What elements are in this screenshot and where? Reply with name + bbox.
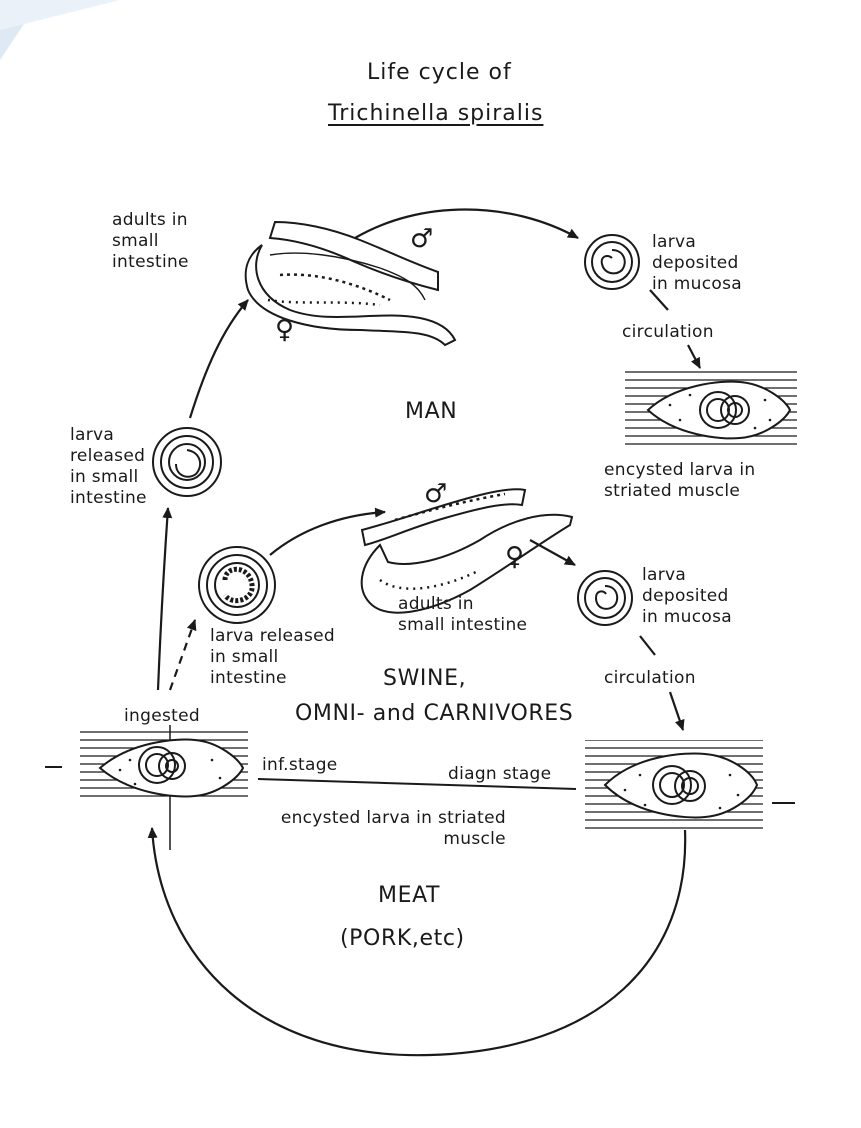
female-symbol-man: ♀ (275, 317, 294, 343)
label-diagnostic-stage: diagn stage (448, 764, 551, 785)
arrow-circulation-cyst-swine (670, 692, 683, 730)
arrow-adults-to-larva-man (355, 210, 578, 239)
label-meat-examples: (PORK,etc) (340, 925, 465, 953)
arrow-ingested-to-swine (170, 620, 195, 690)
male-symbol-swine: ♂ (424, 481, 448, 507)
label-adults-swine: adults in small intestine (398, 594, 527, 636)
arrow-larva-to-adults-man (190, 300, 248, 418)
label-larva-deposited-man: larva deposited in mucosa (652, 232, 742, 295)
label-larva-released-swine: larva released in small intestine (210, 626, 335, 689)
cyst-swine (585, 740, 763, 830)
label-larva-deposited-swine: larva deposited in mucosa (642, 565, 732, 628)
larva-deposited-man (585, 235, 639, 289)
larva-deposited-swine (578, 571, 632, 625)
corner-decoration (0, 0, 120, 60)
encysted-caption-text: encysted larva in striated muscle (281, 808, 506, 850)
line-larva-circulation-swine (640, 636, 655, 655)
female-symbol-swine: ♀ (505, 544, 524, 570)
label-host-swine-line2: OMNI- and CARNIVORES (295, 700, 573, 728)
larva-released-swine (199, 547, 275, 623)
larva-released-man (153, 428, 221, 496)
arrow-ingested-to-man (158, 508, 168, 690)
arrow-adults-to-larva-swine (530, 540, 575, 565)
arrow-larva-to-adults-swine (270, 512, 385, 555)
cyst-ingested (80, 730, 248, 802)
label-ingested: ingested (124, 706, 200, 727)
label-infective-stage: inf.stage (262, 755, 338, 776)
cyst-man (625, 370, 797, 448)
title-line1: Life cycle of (367, 62, 512, 83)
label-circulation-swine: circulation (604, 668, 696, 689)
male-symbol-man: ♂ (410, 226, 434, 252)
label-meat: MEAT (378, 882, 440, 910)
label-host-man: MAN (405, 398, 457, 426)
coiled-larvae (153, 235, 639, 625)
label-host-swine-line1: SWINE, (383, 665, 466, 693)
label-encysted-caption: encysted larva in striated muscle (258, 787, 506, 871)
label-circulation-man: circulation (622, 322, 714, 343)
arrow-circulation-cyst-man (688, 345, 700, 368)
label-adults-man: adults in small intestine (112, 210, 189, 273)
title-line2: Trichinella spiralis (328, 103, 543, 124)
label-encysted-man: encysted larva in striated muscle (604, 460, 755, 502)
label-larva-released-man: larva released in small intestine (70, 425, 147, 509)
